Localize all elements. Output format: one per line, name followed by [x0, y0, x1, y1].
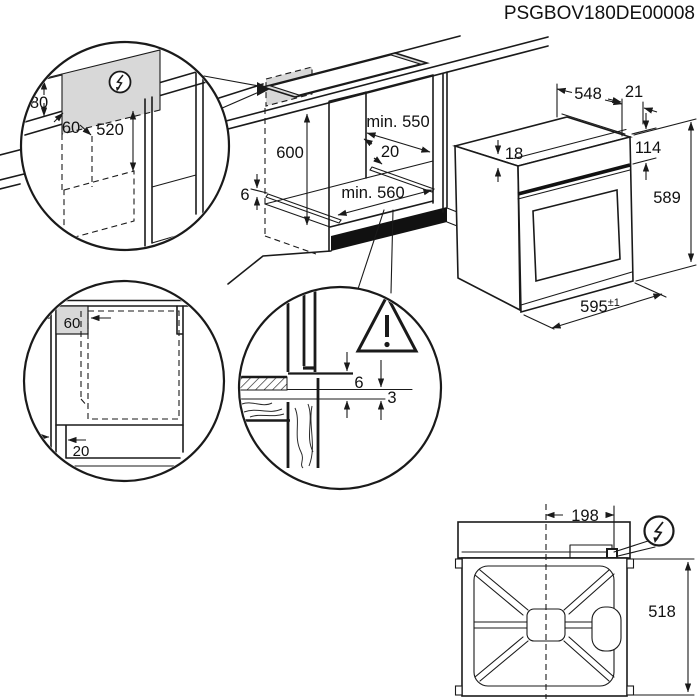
drawing-code: PSGBOV180DE00008 [504, 3, 695, 24]
top-trim-line [513, 113, 627, 160]
oven-dimensions: 548 21 18 114 589 595±1 [494, 83, 697, 330]
hidden-oven-outline [63, 170, 135, 241]
dim-front-overhang: 21 [625, 83, 643, 101]
hob-inner-glass [269, 54, 423, 96]
lightning-bolt-icon [613, 515, 675, 557]
countertop-section-hatched [240, 375, 288, 391]
inset-side-clearance: 60 20 [22, 279, 226, 483]
rear-access-cover [591, 606, 622, 652]
dim-rail-thickness: 6 [240, 186, 249, 204]
dim-panel-gap: 3 [387, 389, 396, 407]
dim-plinth-recess: 20 [73, 443, 90, 460]
inset-hob-clearance: 6 3 [237, 285, 443, 491]
dim-niche-width: min. 560 [341, 184, 404, 202]
lightning-bolt-icon [108, 70, 132, 94]
niche-top-edge [328, 74, 434, 103]
inset-electrical-connection: 80 60 520 [19, 40, 231, 252]
gap-lines [240, 388, 413, 400]
dim-zone-height: 80 [30, 94, 48, 112]
dim-top-gap: 60 [64, 315, 81, 332]
rear-top-strip [457, 521, 631, 559]
oven-body [452, 113, 634, 314]
warning-triangle-icon [355, 292, 419, 353]
hidden-zone-edges [61, 134, 93, 190]
control-panel-gap [517, 163, 631, 196]
dim-edge-offset: 60 [62, 119, 80, 137]
top-gap-block: 60 [55, 305, 89, 335]
door-window [532, 188, 621, 283]
dim-niche-height: 600 [276, 144, 304, 162]
back-wall-top [328, 91, 367, 102]
oven-envelope-dashed [80, 310, 180, 420]
dim-min-gap: 6 [354, 374, 363, 392]
dim-oven-width: 595±1 [580, 297, 620, 316]
dim-oven-height: 589 [653, 189, 681, 207]
floor-left-edge [264, 203, 331, 228]
callout-arrowhead [257, 82, 270, 96]
dim-mains-offset: 198 [571, 507, 599, 525]
dim-niche-depth: min. 550 [366, 113, 429, 131]
dim-rear-height: 518 [648, 603, 676, 621]
dim-rail-offset: 20 [381, 143, 399, 161]
cabinet-base-edge [227, 250, 332, 285]
hidden-edges [264, 108, 317, 255]
hob-top-view [260, 52, 430, 98]
kitchen-scene: 600 min. 550 20 6 min. 560 [0, 35, 549, 296]
floor-back-edge [264, 160, 434, 205]
rear-brace-ribs [473, 569, 615, 682]
door-edges [517, 169, 633, 306]
plinth-strip [331, 207, 447, 251]
cabinet-floor [55, 424, 184, 459]
callout-hob-section [355, 209, 394, 296]
dim-oven-depth: 548 [574, 85, 602, 103]
hob-profile [286, 289, 353, 375]
mains-terminal-box [606, 548, 618, 559]
dim-control-panel: 114 [635, 139, 661, 157]
dim-top-trim: 18 [505, 145, 523, 163]
niche-dimensions: 600 min. 550 20 6 min. 560 [240, 113, 433, 226]
rear-panel [176, 305, 184, 453]
oven-rear-view: 198 518 [454, 504, 695, 699]
callout-tail [613, 540, 656, 557]
countertop-top-edge [0, 36, 549, 181]
wood-cabinet-right [286, 378, 320, 469]
oven-isometric-view: 548 21 18 114 589 595±1 [442, 73, 697, 330]
dim-zone-bottom: 520 [96, 121, 124, 139]
oven-left-face [454, 144, 521, 312]
